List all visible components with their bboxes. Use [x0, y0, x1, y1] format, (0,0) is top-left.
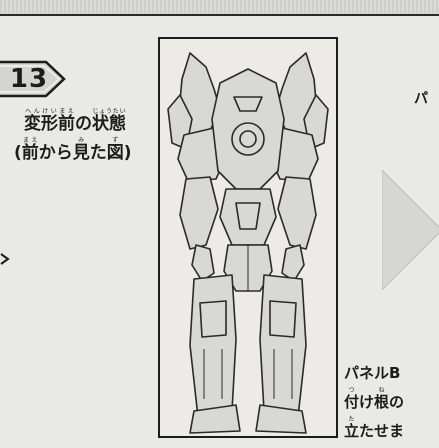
caption-word: 図ず: [106, 137, 124, 163]
step-badge: 13: [0, 60, 66, 98]
instruction-line-1: パネルB: [344, 364, 401, 382]
instruction-word: 付つ: [344, 387, 360, 411]
step-caption: 変形前へんけいまえの状態じょうたい (前まえから見みた図ず): [14, 108, 164, 166]
caption-word: 見み: [72, 137, 90, 163]
caption-line-2: (前まえから見みた図ず): [14, 137, 164, 166]
instruction-text-bottom: パネルB 付つけ根ねの 立たたせま: [344, 360, 404, 445]
chevron-right-icon: [0, 250, 10, 269]
robot-illustration-frame: [158, 37, 338, 438]
caption-word: 変形前へんけいまえ: [24, 108, 75, 134]
step-number: 13: [9, 64, 49, 94]
instruction-line-2: 付つけ根ねの: [344, 387, 404, 416]
caption-line-1: 変形前へんけいまえの状態じょうたい: [14, 108, 164, 137]
caption-word: ): [123, 143, 132, 163]
caption-word: (: [14, 143, 22, 163]
instruction-text-top: パ: [414, 91, 428, 107]
instruction-word: 立た: [344, 416, 360, 440]
instruction-line-3: 立たたせま: [344, 416, 404, 445]
caption-word: 前まえ: [21, 137, 39, 163]
play-arrow-icon: [381, 168, 439, 294]
instruction-word: たせま: [359, 422, 405, 440]
step-badge-shape: [0, 60, 66, 98]
caption-word: た: [89, 143, 107, 163]
instruction-word: け: [359, 393, 375, 411]
top-border-band: [0, 0, 439, 16]
instruction-word: の: [389, 393, 405, 411]
caption-word: の: [75, 114, 92, 134]
caption-word: から: [38, 143, 73, 163]
instruction-word: 根ね: [374, 387, 390, 411]
caption-word: 状態じょうたい: [92, 108, 126, 134]
robot-figure: [167, 52, 329, 434]
